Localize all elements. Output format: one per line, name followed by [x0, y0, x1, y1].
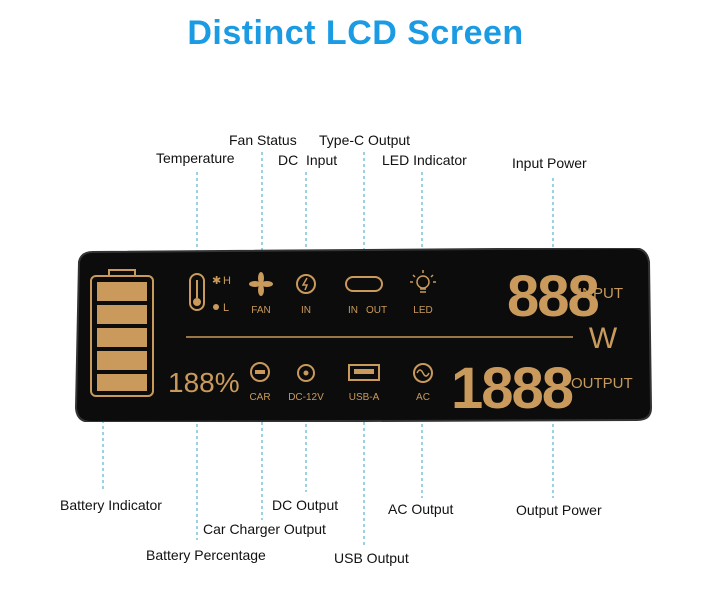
- typec-in-label: IN: [348, 305, 358, 316]
- ac-label: AC: [416, 392, 430, 403]
- dc-in-label: IN: [301, 305, 311, 316]
- temp-l: L: [223, 302, 229, 314]
- ac-output-label: AC Output: [388, 501, 454, 517]
- type-c-output-label: Type-C Output: [319, 132, 411, 148]
- dc-label: DC: [278, 152, 299, 168]
- dc12v-label: DC-12V: [288, 392, 324, 403]
- page-title: Distinct LCD Screen: [187, 14, 524, 52]
- dc-output-icon: [297, 364, 315, 382]
- ac-output-icon: [413, 363, 433, 383]
- car-charger-output-label: Car Charger Output: [203, 521, 326, 537]
- output-power-label: Output Power: [516, 502, 602, 518]
- battery-indicator-label: Battery Indicator: [60, 497, 162, 513]
- typec-out-label: OUT: [366, 305, 387, 316]
- dc-output-label: DC Output: [272, 497, 339, 513]
- dc-input-icon: [296, 274, 316, 294]
- input-text-label: Input: [306, 152, 338, 168]
- usb-output-label: USB Output: [334, 550, 409, 566]
- temp-h: H: [223, 275, 231, 287]
- lcd-screen: ✱ H L FAN IN IN OUT LED 888 INPUT W 188%…: [74, 248, 653, 422]
- led-indicator-label: LED Indicator: [382, 152, 467, 168]
- temperature-label: Temperature: [156, 150, 235, 166]
- input-power-digits: 888: [507, 264, 599, 329]
- usb-a-icon: [348, 364, 380, 381]
- watt-unit: W: [589, 322, 618, 355]
- fan-status-label: Fan Status: [229, 132, 297, 148]
- output-power-digits: 1888: [451, 356, 573, 421]
- input-label: INPUT: [578, 285, 623, 302]
- thermometer-icon: [189, 273, 205, 311]
- heat-dot-icon: [213, 304, 219, 310]
- snowflake-icon: ✱: [212, 275, 221, 287]
- car-label: CAR: [249, 392, 270, 403]
- led-label: LED: [413, 305, 432, 316]
- led-bulb-icon: [410, 270, 436, 293]
- battery-percentage-digits: 188%: [168, 367, 240, 398]
- battery-indicator-icon: [90, 269, 154, 397]
- output-label: OUTPUT: [571, 375, 633, 392]
- car-charger-icon: [250, 362, 270, 382]
- fan-label: FAN: [251, 305, 270, 316]
- usba-label: USB-A: [349, 392, 380, 403]
- battery-percentage-label: Battery Percentage: [146, 547, 266, 563]
- fan-icon: [249, 272, 273, 296]
- input-power-label: Input Power: [512, 155, 587, 171]
- type-c-icon: [345, 276, 383, 292]
